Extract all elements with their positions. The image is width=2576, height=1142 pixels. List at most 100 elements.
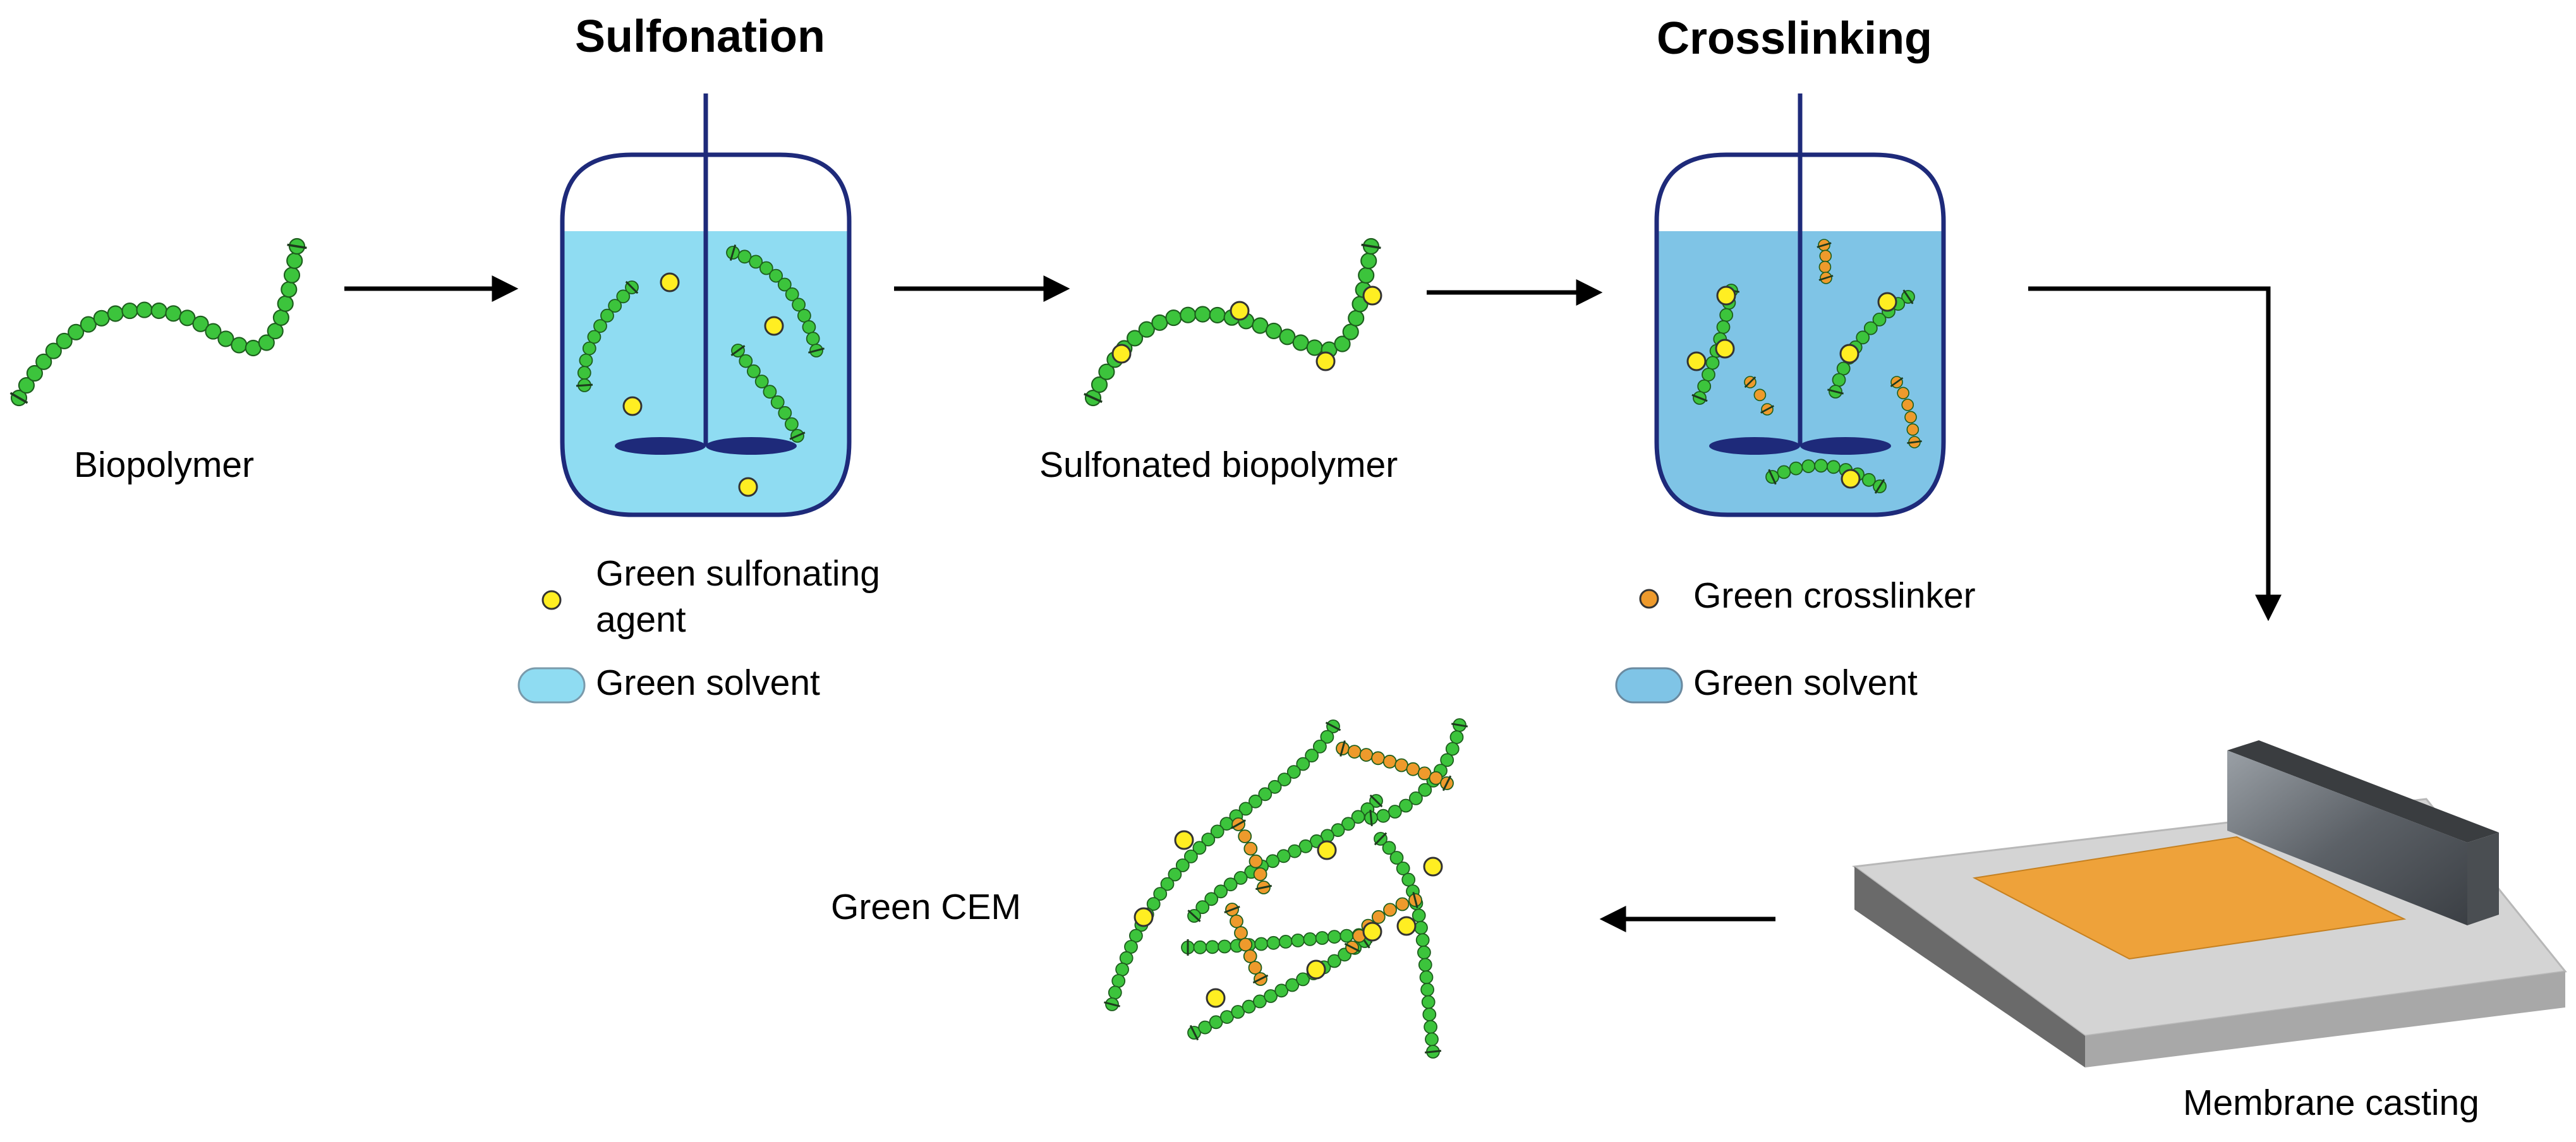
chain-end (1902, 289, 1914, 304)
chain-bead (802, 320, 816, 334)
chain-bead (1417, 946, 1431, 959)
chain-bead (1153, 887, 1168, 901)
chain-bead (1312, 740, 1327, 754)
chain-bead (217, 330, 234, 347)
chain-bead (1719, 308, 1734, 322)
chain-bead (165, 305, 182, 322)
chain-bead (1406, 762, 1420, 776)
legend-solvent-1-label: Green solvent (596, 663, 820, 703)
chain-bead (1119, 951, 1134, 965)
chain-bead (763, 385, 777, 399)
chain-bead (1360, 252, 1377, 270)
chain-end (1907, 440, 1922, 444)
chain-bead (1334, 335, 1351, 352)
chain-bead (1218, 939, 1231, 954)
chain-bead (1449, 730, 1464, 744)
chain-bead (1230, 914, 1243, 929)
chain-bead (777, 277, 792, 292)
chain-bead (281, 281, 298, 298)
chain-bead (1242, 999, 1256, 1014)
chain-bead (1194, 306, 1211, 323)
chain-bead (1315, 931, 1329, 945)
chain-bead (1249, 794, 1262, 808)
legend-sulfonating-agent-line1: Green sulfonating (596, 553, 880, 594)
chain-bead (80, 316, 97, 333)
reactor-2-crosslinker (1744, 376, 1774, 416)
reactor-2-impeller-left (1709, 437, 1800, 455)
chain-bead (1279, 328, 1296, 346)
chain-bead (283, 267, 301, 284)
chain-bead (1111, 974, 1126, 988)
chain-bead (1243, 841, 1258, 856)
chain-end (1691, 394, 1708, 402)
sulfonate-group (1174, 830, 1194, 850)
chain-bead (593, 319, 607, 333)
chain-bead (587, 330, 602, 344)
sulfonate-groups (1111, 286, 1443, 1008)
chain-end (287, 243, 307, 249)
chain-bead (769, 268, 783, 283)
chain-bead (1445, 742, 1460, 756)
chain-bead (1419, 970, 1434, 985)
chain-bead (1231, 1005, 1245, 1019)
chain-bead (1210, 824, 1225, 839)
chain-bead (1897, 387, 1909, 400)
chain-end (1424, 1050, 1442, 1054)
chain-bead (56, 332, 73, 349)
reactor-2-vessel (1654, 152, 1946, 517)
chain-end (1827, 388, 1844, 395)
chain-bead (1901, 399, 1914, 411)
chain-bead (121, 303, 138, 320)
chain-end (1344, 942, 1360, 953)
chain-end (1255, 884, 1273, 891)
chain-bead (1253, 867, 1267, 881)
chain-bead (616, 289, 631, 304)
chain-end (1104, 1001, 1120, 1007)
chain-bead (1399, 798, 1413, 813)
chain-bead (1214, 884, 1228, 899)
chain-end (1224, 905, 1240, 914)
cem-crosslink (1224, 903, 1269, 986)
chain-bead (277, 295, 294, 312)
chain-bead (1274, 983, 1289, 998)
sulfonate-group (1841, 469, 1861, 489)
chain-bead (792, 298, 806, 312)
chain-bead (258, 334, 275, 351)
chain-bead (608, 299, 622, 313)
chain-bead (1253, 994, 1267, 1009)
chain-bead (1777, 465, 1791, 479)
chain-end (1361, 243, 1381, 249)
legend-solvent-2-label: Green solvent (1693, 663, 1918, 703)
reactor-1-impeller-right (706, 437, 797, 455)
cem-chain (1187, 934, 1372, 1041)
chain-bead (1401, 872, 1416, 887)
chain-bead (1412, 908, 1426, 923)
label-green-cem: Green CEM (831, 887, 1021, 927)
chain-bead (136, 301, 153, 318)
chain-end (1189, 1025, 1199, 1041)
reactor-1-chain (726, 244, 825, 358)
legend-sulfonation: Green sulfonating agent Green solvent (517, 553, 880, 704)
arrow-to-casting (2028, 286, 2282, 622)
chain-bead (1233, 871, 1248, 885)
chain-bead (1264, 989, 1278, 1003)
chain-end (1084, 392, 1103, 404)
casting-knife-side (2467, 832, 2499, 925)
biopolymer-chain (9, 237, 307, 407)
chain-bead (35, 353, 52, 370)
chain-bead (1234, 926, 1248, 940)
reactor-2-impeller-right (1800, 437, 1891, 455)
sulfonated-biopolymer-chain (1084, 237, 1381, 407)
chain-bead (1184, 850, 1198, 863)
chain-bead (1175, 858, 1190, 872)
chain-bead (806, 332, 820, 346)
chain-end (625, 280, 639, 294)
chain-bead (1320, 730, 1334, 744)
chain-bead (1429, 771, 1443, 785)
chain-bead (68, 323, 85, 340)
chain-bead (1195, 900, 1210, 915)
label-membrane-casting: Membrane casting (2183, 1083, 2479, 1123)
chain-bead (1303, 932, 1317, 946)
chain-bead (1347, 745, 1362, 759)
